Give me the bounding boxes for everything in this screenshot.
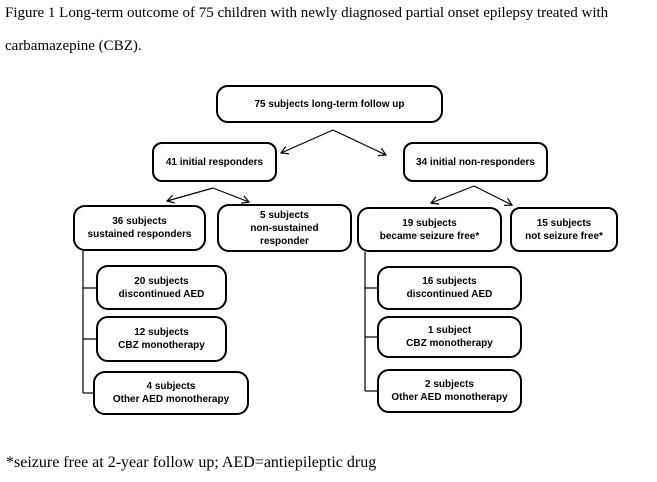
node-label-line: 15 subjects	[536, 217, 592, 229]
figure-footnote: *seizure free at 2-year follow up; AED=a…	[6, 454, 377, 471]
node-label-line: 5 subjects	[260, 209, 309, 221]
node-15-not-seizure-free: 15 subjects not seizure free*	[510, 207, 618, 252]
node-label-line: 20 subjects	[134, 275, 189, 287]
node-label-line: 41 initial responders	[165, 156, 264, 168]
node-4-other-aed-monotherapy: 4 subjects Other AED monotherapy	[93, 371, 249, 415]
node-label-line: CBZ monotherapy	[118, 340, 205, 351]
node-36-sustained-responders: 36 subjects sustained responders	[73, 205, 206, 251]
arrow-root-to-non-responders	[332, 129, 388, 157]
node-12-cbz-monotherapy: 12 subjects CBZ monotherapy	[96, 316, 227, 362]
node-16-discontinued-aed: 16 subjects discontinued AED	[377, 266, 522, 310]
node-label-line: Other AED monotherapy	[112, 394, 230, 405]
arrow-responders-to-non-sustained	[212, 187, 251, 204]
node-label-line: 1 subject	[427, 325, 472, 336]
node-label-line: 36 subjects	[112, 216, 167, 227]
arrow-root-to-responders	[279, 129, 334, 155]
node-75-follow-up: 75 subjects long-term follow up	[216, 85, 443, 123]
node-label-line: 16 subjects	[422, 276, 477, 287]
node-label-line: discontinued AED	[118, 288, 205, 300]
node-41-initial-responders: 41 initial responders	[152, 142, 277, 182]
node-19-became-seizure-free: 19 subjects became seizure free*	[357, 207, 502, 252]
node-2-other-aed-monotherapy: 2 subjects Other AED monotherapy	[377, 369, 522, 413]
figure-caption-line-2: carbamazepine (CBZ).	[5, 38, 142, 54]
figure-caption-line-1: Figure 1 Long-term outcome of 75 childre…	[5, 5, 609, 21]
arrow-responders-to-sustained	[165, 187, 214, 204]
arrow-non-responders-to-not-free	[473, 185, 514, 207]
node-34-initial-non-responders: 34 initial non-responders	[403, 142, 548, 182]
node-label-line: 12 subjects	[134, 327, 189, 338]
node-1-cbz-monotherapy: 1 subject CBZ monotherapy	[377, 316, 522, 358]
node-label-line: not seizure free*	[525, 230, 603, 242]
node-label-line: 2 subjects	[425, 379, 474, 390]
node-label-line: 4 subjects	[146, 381, 196, 392]
node-label-line: became seizure free*	[379, 230, 480, 242]
node-label-line: non-sustained	[250, 222, 319, 234]
node-label-line: 19 subjects	[402, 217, 457, 229]
node-label-line: 34 initial non-responders	[416, 156, 535, 168]
node-label-line: discontinued AED	[406, 289, 493, 300]
node-20-discontinued-aed: 20 subjects discontinued AED	[96, 265, 227, 310]
node-5-non-sustained-responder: 5 subjects non-sustained responder	[217, 204, 352, 252]
node-label-line: Other AED monotherapy	[391, 392, 508, 403]
node-label-line: sustained responders	[87, 229, 192, 240]
arrow-non-responders-to-seizure-free	[429, 185, 475, 205]
node-label-line: 75 subjects long-term follow up	[254, 98, 405, 110]
node-label-line: CBZ monotherapy	[406, 338, 493, 349]
node-label-line: responder	[260, 235, 309, 247]
